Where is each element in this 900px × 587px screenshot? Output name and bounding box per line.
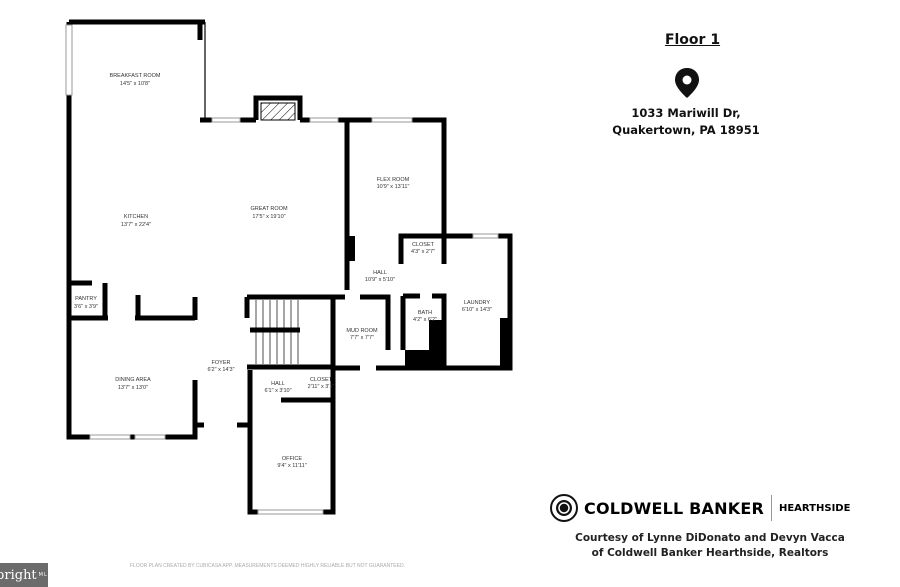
mls-brand: bright [0, 567, 37, 583]
room-office-name: OFFICE [282, 456, 302, 462]
room-flex-dims: 10'9" x 13'11" [377, 184, 410, 190]
map-pin-icon [675, 68, 699, 98]
address-line-1: 1033 Mariwill Dr, [631, 106, 741, 120]
room-mud-dims: 7'7" x 7'7" [350, 335, 374, 341]
room-labels: BREAKFAST ROOM 14'5" x 10'8" KITCHEN 13'… [74, 73, 492, 469]
room-breakfast-dims: 14'5" x 10'8" [120, 81, 150, 87]
room-pantry-name: PANTRY [75, 296, 97, 302]
room-great-name: GREAT ROOM [250, 206, 287, 212]
room-closet1-dims: 4'3" x 2'7" [411, 249, 435, 255]
brokerage-logo: COLDWELL BANKER HEARTHSIDE [550, 494, 850, 522]
mls-suffix: MLS [38, 572, 52, 578]
room-closet2-name: CLOSET [310, 377, 333, 383]
room-bath-dims: 4'2" x 6'2" [413, 317, 437, 323]
room-kitchen-dims: 13'7" x 22'4" [121, 222, 151, 228]
brand-divider [770, 495, 772, 521]
room-flex-name: FLEX ROOM [377, 177, 410, 183]
bright-mls-badge: bright MLS [0, 563, 51, 587]
room-office-dims: 9'4" x 11'11" [277, 463, 306, 469]
courtesy-text: Courtesy of Lynne DiDonato and Devyn Vac… [555, 531, 865, 561]
room-closet2-dims: 2'11" x 3'1" [308, 384, 335, 390]
room-dining-dims: 13'7" x 13'0" [118, 385, 148, 391]
address-line-2: Quakertown, PA 18951 [612, 123, 760, 137]
disclaimer: FLOOR PLAN CREATED BY CUBICASA APP. MEAS… [130, 563, 405, 569]
room-foyer-dims: 6'2" x 14'3" [207, 367, 234, 373]
room-pantry-dims: 3'6" x 3'9" [74, 304, 98, 310]
courtesy-line-2: of Coldwell Banker Hearthside, Realtors [591, 547, 829, 559]
courtesy-line-1: Courtesy of Lynne DiDonato and Devyn Vac… [575, 532, 845, 544]
room-laundry-name: LAUNDRY [464, 300, 491, 306]
floor-title: Floor 1 [664, 32, 721, 48]
room-closet1-name: CLOSET [412, 242, 435, 248]
room-dining-name: DINING AREA [115, 377, 151, 383]
brand-sub: HEARTHSIDE [778, 502, 851, 514]
room-kitchen-name: KITCHEN [124, 214, 148, 220]
room-mud-name: MUD ROOM [346, 328, 378, 334]
room-bath-name: BATH [418, 310, 432, 316]
room-hall2-dims: 6'1" x 3'10" [264, 388, 291, 394]
room-hall1-name: HALL [373, 270, 387, 276]
property-address: 1033 Mariwill Dr, Quakertown, PA 18951 [600, 105, 772, 139]
room-foyer-name: FOYER [212, 360, 231, 366]
room-laundry-dims: 6'10" x 14'3" [462, 307, 492, 313]
windows [65, 24, 499, 515]
brand-name: COLDWELL BANKER [584, 498, 764, 518]
coldwell-banker-seal-icon [550, 494, 578, 522]
room-hall1-dims: 10'9" x 5'10" [365, 277, 395, 283]
room-great-dims: 17'5" x 19'10" [252, 214, 285, 220]
room-hall2-name: HALL [271, 381, 285, 387]
room-breakfast-name: BREAKFAST ROOM [110, 73, 161, 79]
